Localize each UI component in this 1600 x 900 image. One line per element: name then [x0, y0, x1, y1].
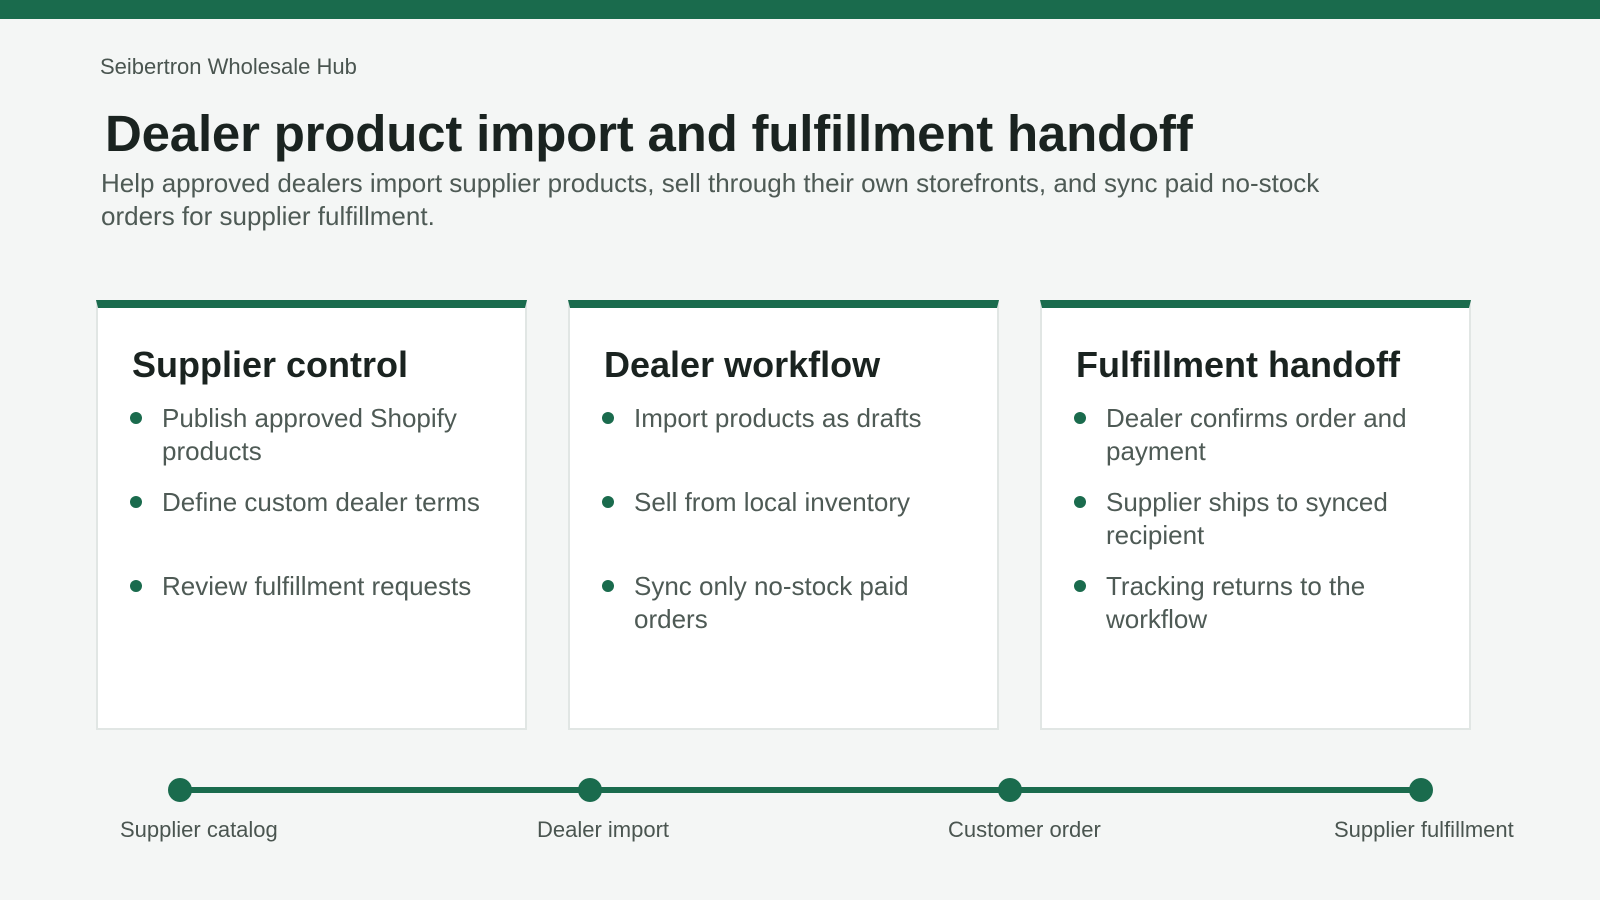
bullet-icon: [130, 412, 142, 424]
card-bullet: Sell from local inventory: [634, 487, 910, 517]
bullet-icon: [602, 412, 614, 424]
card-supplier-control: Supplier control Publish approved Shopif…: [96, 300, 527, 730]
timeline-label: Supplier fulfillment: [1334, 817, 1514, 842]
card-bullet: Define custom dealer terms: [162, 487, 480, 517]
timeline-node-customer-order: [998, 778, 1022, 802]
bullet-icon: [1074, 496, 1086, 508]
timeline-node-dealer-import: [578, 778, 602, 802]
card-title: Supplier control: [132, 344, 409, 385]
bullet-icon: [130, 496, 142, 508]
bullet-icon: [1074, 580, 1086, 592]
card-bullet: Tracking returns to the workflow: [1106, 571, 1366, 634]
timeline-node-supplier-catalog: [168, 778, 192, 802]
card-bullet: Supplier ships to synced recipient: [1106, 487, 1388, 550]
bullet-icon: [602, 496, 614, 508]
card-fulfillment-handoff: Fulfillment handoff Dealer confirms orde…: [1040, 300, 1471, 730]
bullet-icon: [602, 580, 614, 592]
card-bullet: Import products as drafts: [634, 403, 922, 433]
bullet-icon: [130, 580, 142, 592]
timeline-label: Customer order: [948, 817, 1101, 842]
card-title: Fulfillment handoff: [1076, 344, 1400, 385]
card-bullet: Review fulfillment requests: [162, 571, 472, 601]
timeline-node-supplier-fulfillment: [1409, 778, 1433, 802]
top-accent-bar: [0, 0, 1600, 19]
card-dealer-workflow: Dealer workflow Import products as draft…: [568, 300, 999, 730]
bullet-icon: [1074, 412, 1086, 424]
card-bullet: Sync only no-stock paid orders: [634, 571, 909, 634]
brand-name: Seibertron Wholesale Hub: [100, 54, 357, 79]
page-subtitle: Help approved dealers import supplier pr…: [101, 168, 1320, 231]
card-bullet: Publish approved Shopify products: [162, 403, 457, 466]
timeline-label: Dealer import: [537, 817, 670, 842]
page-title: Dealer product import and fulfillment ha…: [105, 105, 1193, 162]
card-title: Dealer workflow: [604, 344, 881, 385]
timeline-label: Supplier catalog: [120, 817, 278, 842]
card-bullet: Dealer confirms order and payment: [1106, 403, 1407, 466]
process-timeline: [168, 778, 1433, 802]
